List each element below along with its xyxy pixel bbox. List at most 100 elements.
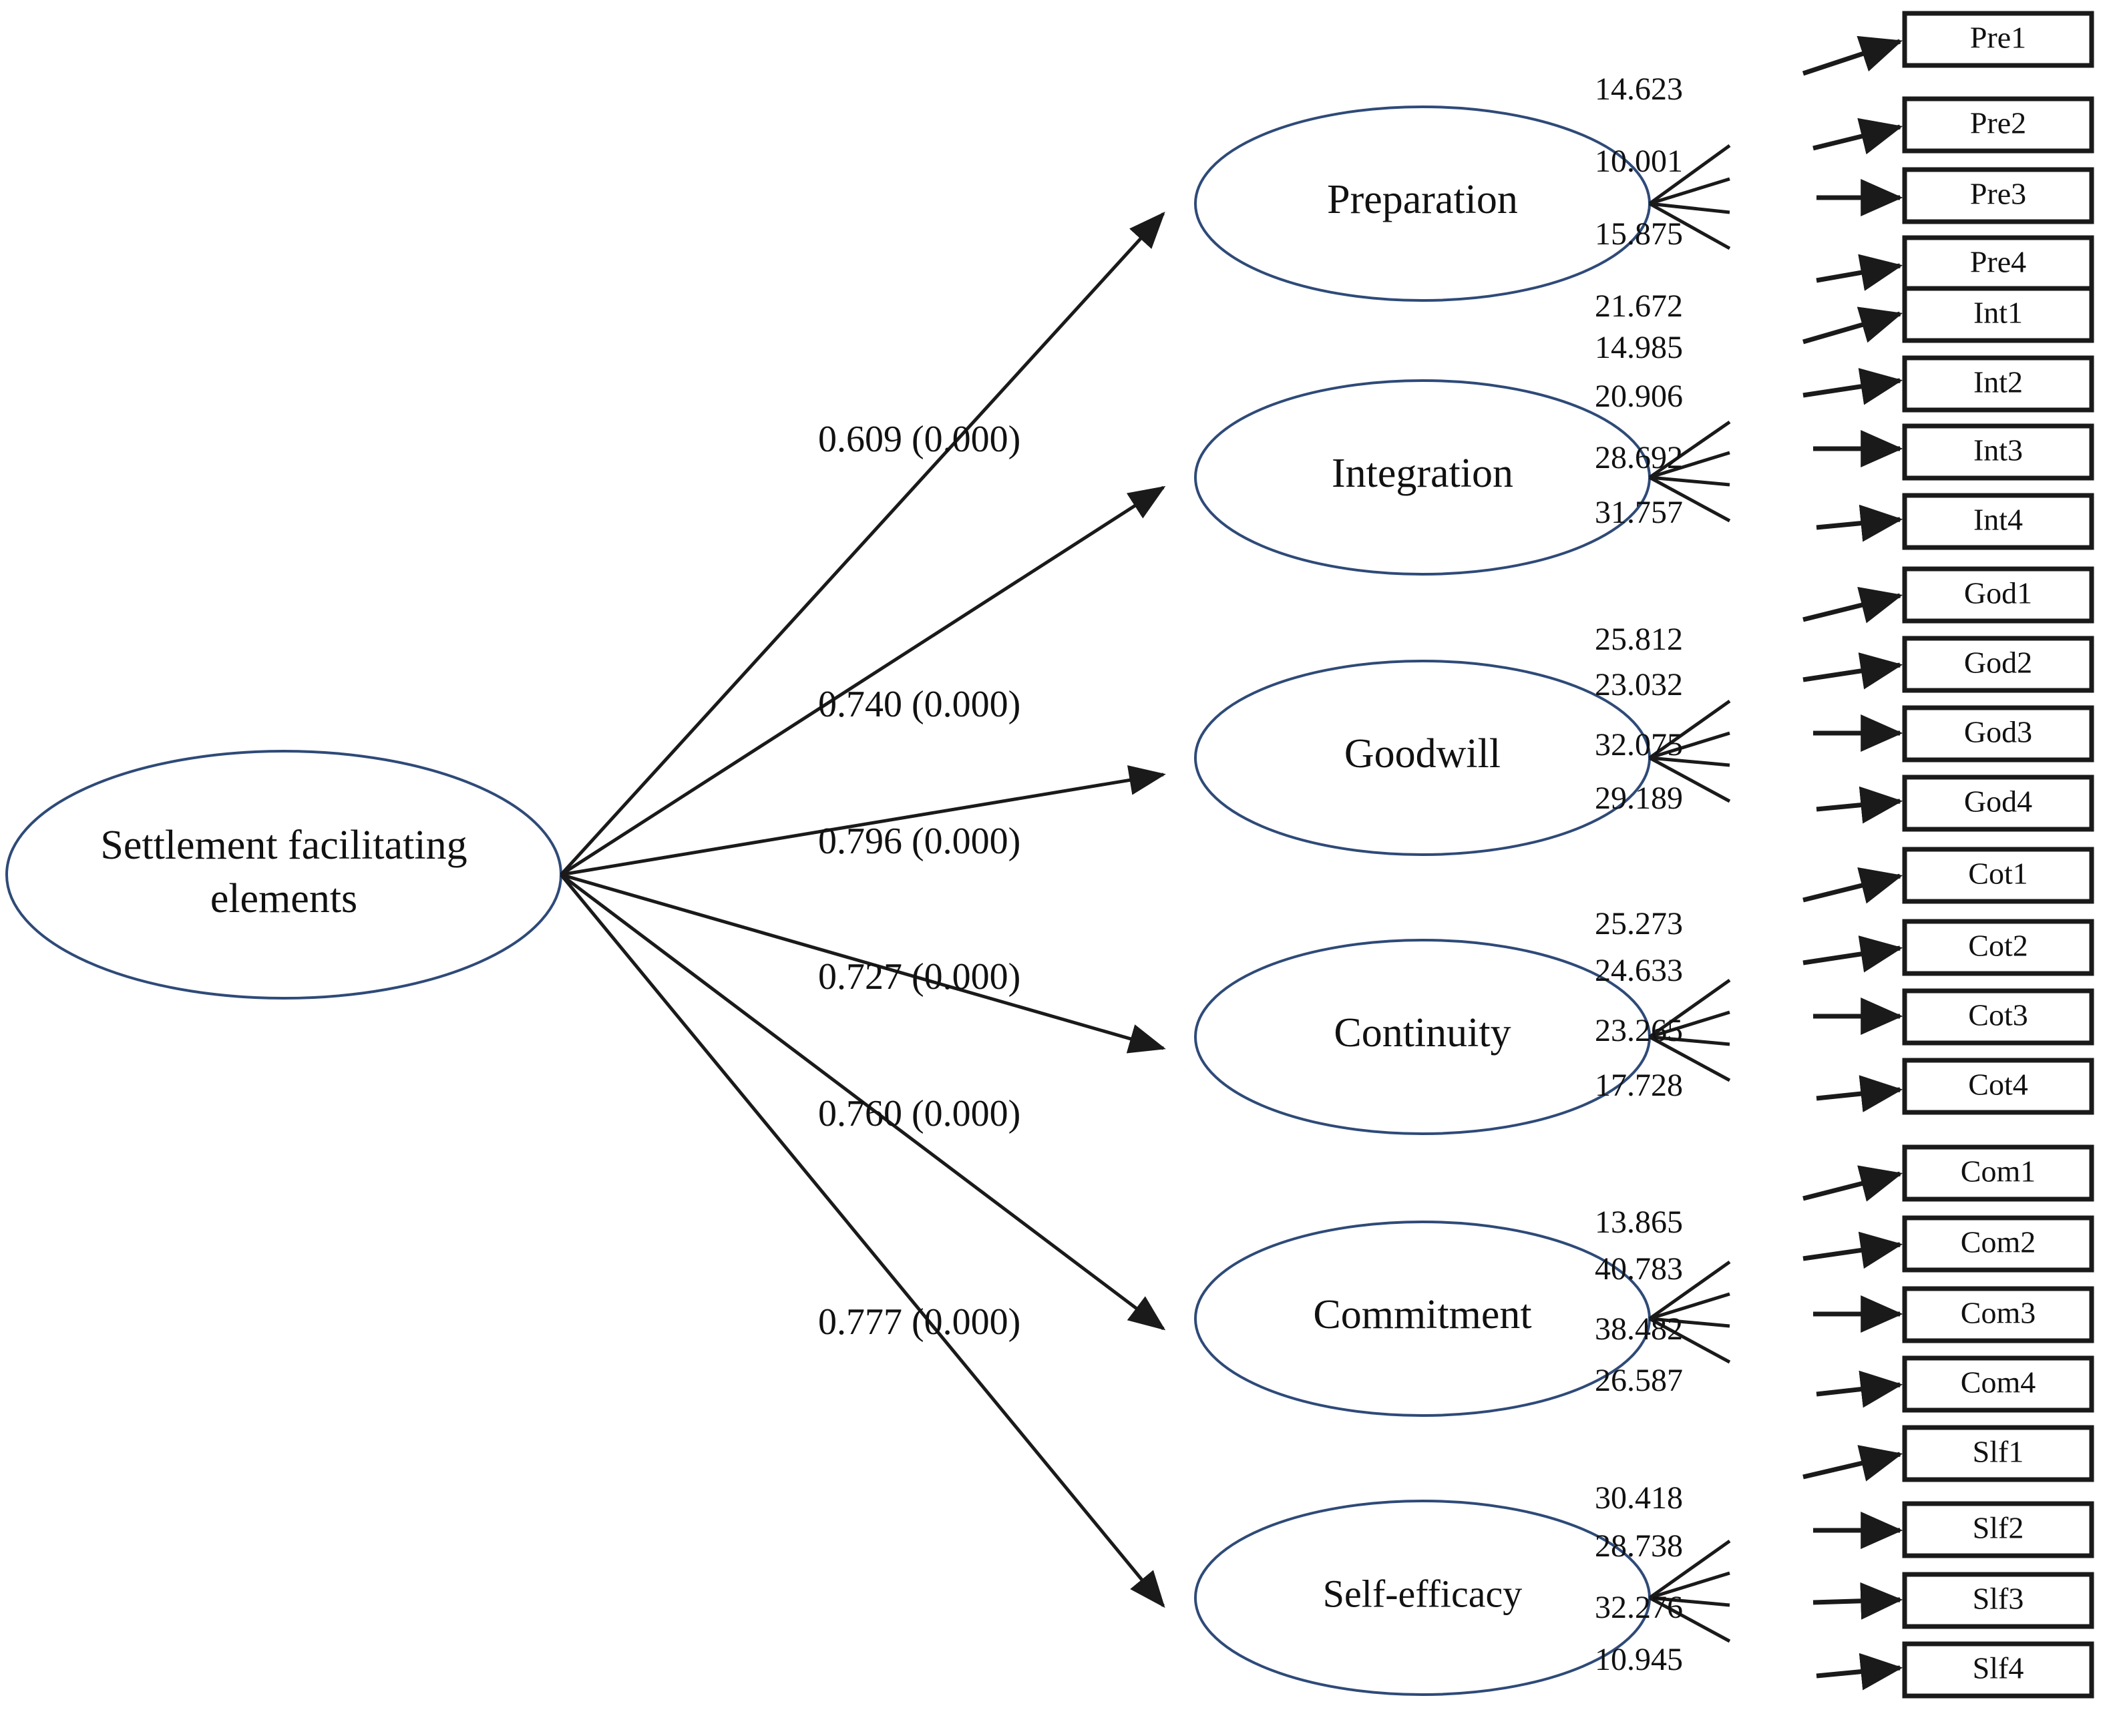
fan-ray-goodwill-1	[1648, 699, 1731, 760]
path-arrow-goodwill[interactable]	[560, 765, 1166, 877]
indicator-label-pre3: Pre3	[1970, 177, 2026, 211]
path-coefficient-preparation: 0.609 (0.000)	[818, 419, 1020, 460]
fan-ray-commitment-1	[1648, 1260, 1731, 1321]
loading-arrow-com4	[1816, 1370, 1903, 1408]
indicator-box-pre2[interactable]	[1902, 96, 2094, 154]
indicator-label-slf3: Slf3	[1973, 1582, 2024, 1616]
t-value-god4: 29.189	[1595, 781, 1683, 816]
path-coefficient-labels: 0.609 (0.000) 0.740 (0.000) 0.796 (0.000…	[818, 419, 1020, 1343]
construct-group-preparation: Preparation 14.623 10.001 15.875 21.672 …	[1194, 11, 2094, 324]
construct-label-goodwill: Goodwill	[1344, 731, 1501, 777]
loading-arrow-int2	[1802, 368, 1903, 405]
indicator-box-pre1[interactable]	[1902, 11, 2094, 68]
indicator-box-cot1[interactable]	[1902, 847, 2094, 904]
indicator-label-cot1: Cot1	[1968, 857, 2028, 891]
indicator-box-god3[interactable]	[1902, 705, 2094, 763]
fan-ray-goodwill-2	[1649, 731, 1730, 760]
indicator-box-com3[interactable]	[1902, 1286, 2094, 1343]
loading-arrow-slf3	[1812, 1582, 1903, 1620]
indicator-box-int4[interactable]	[1902, 493, 2094, 550]
loading-arrow-god4	[1816, 786, 1903, 824]
indicator-box-god2[interactable]	[1902, 636, 2094, 693]
path-arrow-self-efficacy[interactable]	[560, 873, 1165, 1608]
indicator-box-com4[interactable]	[1902, 1355, 2094, 1413]
latent-ellipse	[5, 750, 562, 1000]
indicator-box-slf2[interactable]	[1902, 1501, 2094, 1558]
loading-arrow-com2	[1802, 1231, 1903, 1269]
fan-ray-goodwill-3	[1649, 756, 1730, 767]
t-value-god1: 25.812	[1595, 622, 1683, 657]
construct-label-continuity: Continuity	[1334, 1010, 1511, 1056]
loading-arrow-pre4	[1816, 254, 1903, 291]
indicator-box-int2[interactable]	[1902, 355, 2094, 413]
loading-arrow-cot1	[1802, 867, 1903, 904]
indicator-box-slf3[interactable]	[1902, 1572, 2094, 1629]
fan-ray-integration-4	[1648, 475, 1731, 523]
construct-label-self-efficacy: Self-efficacy	[1323, 1572, 1522, 1615]
indicator-label-slf1: Slf1	[1973, 1435, 2024, 1469]
loading-arrow-com1	[1802, 1165, 1903, 1202]
structural-paths	[560, 212, 1166, 1608]
loading-arrow-god1	[1802, 586, 1903, 624]
path-arrow-integration[interactable]	[560, 485, 1166, 877]
indicator-box-int3[interactable]	[1902, 423, 2094, 481]
indicator-label-com1: Com1	[1961, 1154, 2036, 1188]
t-value-slf4: 10.945	[1595, 1642, 1683, 1677]
indicator-label-int4: Int4	[1973, 503, 2023, 537]
t-value-cot1: 25.273	[1595, 906, 1683, 941]
fan-ray-self-efficacy-3	[1649, 1596, 1730, 1607]
fan-ray-preparation-2	[1649, 177, 1730, 206]
t-value-int1: 14.985	[1595, 330, 1683, 365]
fan-ray-integration-3	[1649, 475, 1730, 487]
indicator-box-slf4[interactable]	[1902, 1641, 2094, 1699]
t-value-int3: 28.692	[1595, 440, 1683, 475]
indicator-box-cot4[interactable]	[1902, 1058, 2094, 1115]
indicator-box-cot3[interactable]	[1902, 988, 2094, 1046]
t-value-pre1: 14.623	[1595, 71, 1683, 107]
indicator-box-cot2[interactable]	[1902, 919, 2094, 976]
indicator-box-slf1[interactable]	[1902, 1425, 2094, 1482]
t-value-com1: 13.865	[1595, 1205, 1683, 1240]
fan-ray-commitment-2	[1649, 1292, 1730, 1321]
loading-arrow-cot4	[1816, 1075, 1903, 1112]
indicator-label-god4: God4	[1964, 785, 2032, 819]
path-arrow-preparation[interactable]	[560, 212, 1165, 876]
construct-label-commitment: Commitment	[1313, 1292, 1531, 1337]
path-arrow-continuity[interactable]	[560, 873, 1166, 1054]
loading-arrow-int4	[1816, 504, 1903, 542]
indicator-label-int2: Int2	[1973, 365, 2023, 399]
indicator-box-com1[interactable]	[1902, 1144, 2094, 1202]
fan-ray-continuity-4	[1648, 1035, 1731, 1082]
t-value-cot3: 23.265	[1595, 1013, 1683, 1048]
indicator-box-com2[interactable]	[1902, 1215, 2094, 1273]
indicator-box-god4[interactable]	[1902, 775, 2094, 832]
path-coefficient-goodwill: 0.796 (0.000)	[818, 821, 1020, 862]
indicator-box-pre4[interactable]	[1902, 235, 2094, 292]
fan-ray-continuity-1	[1648, 978, 1731, 1039]
indicator-box-int1[interactable]	[1902, 286, 2094, 343]
latent-label-line1: Settlement facilitating	[100, 823, 467, 868]
indicator-label-god1: God1	[1964, 576, 2032, 610]
t-value-slf3: 32.276	[1595, 1590, 1683, 1625]
loading-arrow-slf1	[1802, 1445, 1903, 1482]
construct-group-commitment: Commitment 13.865 40.783 38.482 26.587 C…	[1194, 1144, 2094, 1417]
indicator-label-pre2: Pre2	[1970, 106, 2026, 140]
indicator-box-pre3[interactable]	[1902, 167, 2094, 224]
fan-ray-continuity-3	[1649, 1035, 1730, 1046]
latent-variable-node[interactable]: Settlement facilitating elements	[5, 750, 562, 1000]
t-value-pre3: 15.875	[1595, 216, 1683, 252]
loading-arrow-slf4	[1816, 1653, 1903, 1691]
construct-group-continuity: Continuity 25.273 24.633 23.265 17.728 C…	[1194, 847, 2094, 1135]
indicator-label-cot3: Cot3	[1968, 998, 2028, 1032]
indicator-box-god1[interactable]	[1902, 566, 2094, 624]
fan-ray-commitment-3	[1649, 1317, 1730, 1328]
loading-arrow-cot2	[1802, 935, 1903, 973]
indicator-label-pre4: Pre4	[1970, 245, 2026, 279]
path-arrow-commitment[interactable]	[560, 873, 1166, 1331]
indicator-label-slf2: Slf2	[1973, 1511, 2024, 1545]
fan-ray-integration-1	[1648, 420, 1731, 479]
t-value-com3: 38.482	[1595, 1311, 1683, 1347]
fan-ray-self-efficacy-1	[1648, 1539, 1731, 1600]
t-value-pre4: 21.672	[1595, 288, 1683, 324]
